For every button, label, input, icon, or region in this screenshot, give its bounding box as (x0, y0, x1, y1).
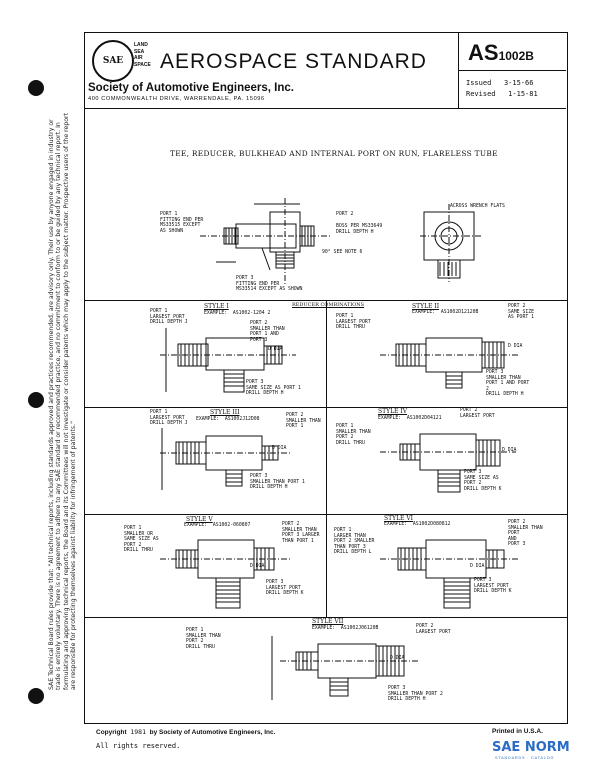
style-1-example: EXAMPLE: AS1002-1204 2 (204, 311, 271, 316)
header (84, 32, 566, 109)
style-4-port1: PORT 1 SMALLER THAN PORT 2 DRILL THRU (336, 424, 371, 446)
style-4-port3: PORT 3 SAME SIZE AS PORT 2 DRILL DEPTH K (464, 470, 502, 492)
style-2-drawing (380, 337, 520, 389)
style-7-port1: PORT 1 SMALLER THAN PORT 2 DRILL THRU (186, 628, 221, 650)
style-4-port2: PORT 2 LARGEST PORT (460, 408, 495, 419)
footer-printed: Printed in U.S.A. (492, 728, 543, 735)
footer-copyright: Copyright 1981 by Society of Automotive … (96, 728, 276, 736)
wrench-flats-view (420, 204, 482, 282)
page-title: TEE, REDUCER, BULKHEAD AND INTERNAL PORT… (170, 149, 498, 158)
sae-norm-subtitle: STANDARDS · CATALOG (495, 756, 555, 760)
style-6-port1: PORT 1 LARGER THAN PORT 2 SMALLER THAN P… (334, 528, 375, 556)
style-3-dia: D DIA (272, 446, 287, 451)
sae-logo: SAE (92, 40, 134, 82)
top-port3-label: PORT 3 FITTING END PER MS33514 EXCEPT AS… (236, 276, 303, 293)
style-2-example: EXAMPLE: AS1002D12120B (412, 310, 479, 315)
reducer-combinations-label: REDUCER COMBINATIONS (292, 302, 365, 308)
style-6-example: EXAMPLE: AS1002D080812 (384, 522, 451, 527)
style-1-drawing (160, 328, 296, 393)
style-7-port3: PORT 3 SMALLER THAN PORT 2 DRILL DEPTH H (388, 686, 443, 703)
style-2-dia: D DIA (508, 344, 523, 349)
top-port2-label: PORT 2 (336, 212, 354, 217)
style-7-port2: PORT 2 LARGEST PORT (416, 624, 451, 635)
style-3-port3: PORT 3 SMALLER THAN PORT 1 DRILL DEPTH H (250, 474, 305, 491)
style-3-drawing (160, 428, 292, 490)
style-4-dia: D DIA (502, 448, 517, 453)
style-3-example: EXAMPLE: AS1002J12D08 (196, 417, 260, 422)
binder-hole-bottom (28, 688, 44, 704)
style-3-title: STYLE III (210, 409, 240, 416)
binder-hole-middle (28, 392, 44, 408)
style-5-dia: D DIA (250, 564, 265, 569)
style-5-title: STYLE V (186, 516, 213, 523)
style-6-title: STYLE VI (384, 515, 414, 522)
all-rights-reserved: All rights reserved. (96, 742, 181, 750)
style-1-title: STYLE I (204, 303, 229, 310)
style-5-port2: PORT 2 SMALLER THAN PORT 3 LARGER THAN P… (282, 522, 320, 544)
style-1-port1: PORT 1 LARGEST PORT DRILL DEPTH J (150, 309, 188, 326)
style-2-port3: PORT 3 SMALLER THAN PORT 1 AND PORT 2 DR… (486, 370, 530, 398)
style-6-port3: PORT 3 LARGEST PORT DRILL DEPTH K (474, 578, 512, 595)
style-5-port1: PORT 1 SMALLER OR SAME SIZE AS PORT 2 DR… (124, 526, 159, 554)
society-address: 400 COMMONWEALTH DRIVE, WARRENDALE, PA. … (88, 96, 265, 102)
standard-title: AEROSPACE STANDARD (160, 50, 427, 73)
top-note-label: 90° SEE NOTE 6 (322, 250, 363, 255)
top-port1-label: PORT 1 FITTING END PER MS33515 EXCEPT AS… (160, 212, 204, 234)
top-boss-label: BOSS PER MS33649 DRILL DEPTH H (336, 224, 383, 235)
divider-row4 (84, 617, 568, 618)
style-5-drawing (160, 539, 290, 609)
style-3-port2: PORT 2 SMALLER THAN PORT 1 (286, 413, 321, 430)
main-tee-drawing (200, 198, 330, 284)
across-flats-label: ACROSS WRENCH FLATS (450, 204, 505, 209)
society-name: Society of Automotive Engineers, Inc. (88, 82, 294, 94)
style-7-example: EXAMPLE: AS1002J06120B (312, 626, 379, 631)
doc-dates: Issued 3-15-66 Revised 1-15-81 (466, 79, 538, 98)
binder-hole-top (28, 80, 44, 96)
sae-norm-watermark: SAE NORM (492, 740, 570, 755)
doc-number: AS1002B (468, 40, 534, 65)
style-7-drawing (271, 636, 420, 700)
style-2-title: STYLE II (412, 303, 440, 310)
style-1-port2: PORT 2 SMALLER THAN PORT 1 AND PORT 3 (250, 321, 285, 343)
style-2-port1: PORT 1 LARGEST PORT DRILL THRU (336, 314, 371, 331)
style-4-drawing (380, 433, 516, 493)
style-4-example: EXAMPLE: AS1002D04121 (378, 416, 442, 421)
style-3-port1: PORT 1 LARGEST PORT DRILL DEPTH J (150, 410, 188, 427)
style-1-port3: PORT 3 SAME SIZE AS PORT 1 DRILL DEPTH H (246, 380, 301, 397)
style-1-dia: D DIA (268, 347, 283, 352)
style-2-port2: PORT 2 SAME SIZE AS PORT 1 (508, 304, 534, 321)
style-6-port2: PORT 2 SMALLER THAN PORT AND PORT 3 (508, 520, 543, 548)
style-6-dia: D DIA (470, 564, 485, 569)
doc-separator (458, 70, 566, 71)
style-7-dia: D DIA (390, 656, 405, 661)
style-7-title: STYLE VII (312, 618, 344, 625)
style-6-drawing (380, 539, 520, 609)
divider-vertical (326, 300, 327, 617)
page-frame (84, 32, 568, 724)
style-5-example: EXAMPLE: AS1002-060807 (184, 523, 251, 528)
style-4-title: STYLE IV (378, 408, 408, 415)
style-5-port3: PORT 3 LARGEST PORT DRILL DEPTH K (266, 580, 304, 597)
